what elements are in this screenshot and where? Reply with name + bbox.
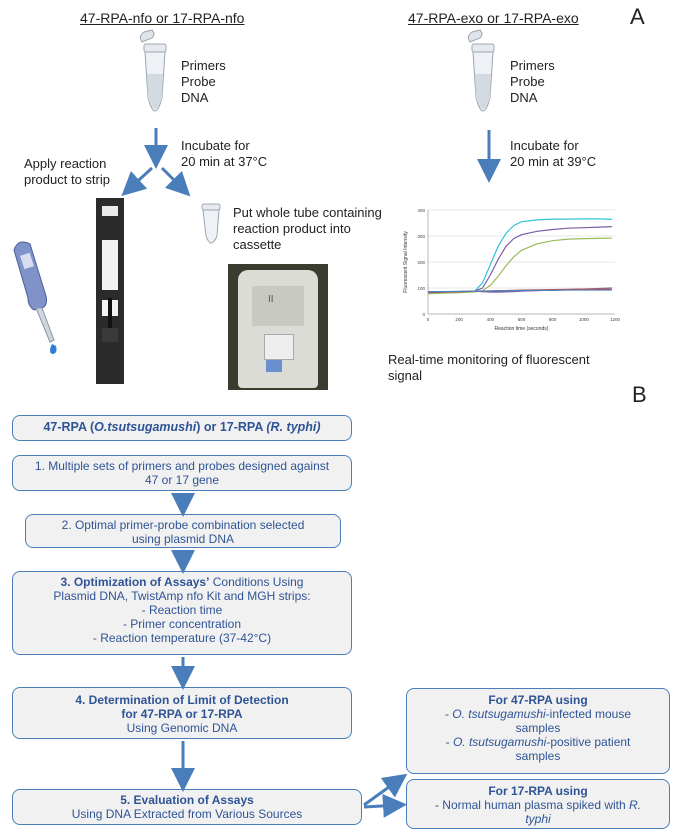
step3-box: 3. Optimization of Assays’ Conditions Us…: [12, 571, 352, 655]
tube-icon: [467, 29, 495, 112]
x-tick-label: 1000: [579, 317, 590, 322]
step5-box: 5. Evaluation of Assays Using DNA Extrac…: [12, 789, 362, 825]
exo-incubate-label: Incubate for 20 min at 39°C: [510, 138, 597, 169]
flow-arrows-b: [171, 493, 408, 818]
nfo-tube-contents: Primers Probe DNA: [181, 58, 226, 105]
assay-title-box: 47-RPA (O.tsutsugamushi) or 17-RPA (R. t…: [12, 415, 352, 441]
series-line: [427, 218, 612, 294]
x-tick-label: 1200: [610, 317, 621, 322]
pipette-icon: [13, 241, 57, 354]
exo-tube-contents: Primers Probe DNA: [510, 58, 555, 105]
put-tube-label: Put whole tube containing reaction produ…: [233, 205, 382, 252]
series-line: [428, 289, 612, 293]
panel-a-letter: A: [630, 4, 645, 29]
x-tick-label: 600: [518, 317, 526, 322]
y-tick-label: 100: [417, 286, 425, 291]
x-tick-label: 400: [487, 317, 495, 322]
exo-header: 47-RPA-exo or 17-RPA-exo: [408, 10, 579, 26]
y-tick-label: 300: [417, 234, 425, 239]
y-tick-label: 400: [417, 208, 425, 213]
x-tick-label: 200: [455, 317, 463, 322]
y-tick-label: 200: [417, 260, 425, 265]
lateral-flow-strip: [96, 198, 124, 384]
nfo-incubate-label: Incubate for 20 min at 37°C: [181, 138, 268, 169]
x-tick-label: 0: [427, 317, 430, 322]
step2-box: 2. Optimal primer-probe combination sele…: [25, 514, 341, 548]
step1-box: 1. Multiple sets of primers and probes d…: [12, 455, 352, 491]
side-box-17: For 17-RPA using - Normal human plasma s…: [406, 779, 670, 829]
x-tick-label: 800: [549, 317, 557, 322]
y-axis-label: Fluorescent Signal Intensity: [403, 231, 409, 293]
realtime-caption: Real-time monitoring of fluorescent sign…: [388, 352, 590, 383]
x-axis-label: Reaction time (seconds): [495, 326, 549, 332]
panel-b-letter: B: [632, 382, 647, 407]
tube-icon: [139, 29, 167, 112]
apply-strip-label: Apply reaction product to strip: [24, 156, 110, 187]
y-tick-label: 0: [422, 312, 425, 317]
nfo-header: 47-RPA-nfo or 17-RPA-nfo: [80, 10, 245, 26]
flow-arrows-a: [121, 128, 501, 197]
small-tube-icon: [201, 203, 221, 244]
cassette-image: II: [228, 264, 328, 390]
series-line: [427, 226, 612, 294]
fluorescence-chart: 0 100 200 300 400 0 200 400 600 800 1000 1200Reacti…: [403, 208, 621, 332]
series-line: [427, 237, 612, 295]
side-box-47: For 47-RPA using - O. tsutsugamushi-infe…: [406, 688, 670, 774]
step4-box: 4. Determination of Limit of Detection f…: [12, 687, 352, 739]
